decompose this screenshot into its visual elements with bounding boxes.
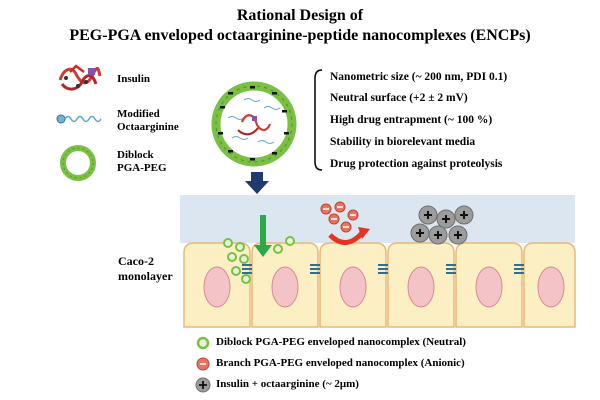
octaarginine-icon <box>56 114 102 124</box>
legend-anionic-label: Branch PGA-PEG enveloped nanocomplex (An… <box>216 357 465 369</box>
property-protection: Drug protection against proteolysis <box>330 158 503 170</box>
insulin-octaarginine-icon <box>195 377 211 393</box>
nanocomplex-illustration <box>211 81 297 167</box>
title-line-1: Rational Design of <box>236 7 364 24</box>
legend-insulin-label: Insulin <box>117 73 151 85</box>
legend-insulin-octaarginine-label: Insulin + octaarginine (~ 2μm) <box>216 378 359 390</box>
legend-octaarginine-line1: Modified <box>117 108 160 120</box>
property-entrapment: High drug entrapment (~ 100 %) <box>330 114 493 126</box>
caco2-monolayer-diagram <box>180 195 576 328</box>
property-size: Nanometric size (~ 200 nm, PDI 0.1) <box>330 71 508 83</box>
anionic-nanocomplex-icon <box>196 357 210 371</box>
legend-octaarginine-line2: Octaarginine <box>117 121 179 133</box>
property-stability: Stability in biorelevant media <box>330 136 476 148</box>
legend-neutral-label: Diblock PGA-PEG enveloped nanocomplex (N… <box>216 336 466 348</box>
cell-label-line1: Caco-2 <box>118 254 154 268</box>
cell-label-line2: monolayer <box>118 269 173 283</box>
legend-pga-peg-line1: Diblock <box>117 149 154 161</box>
properties-bracket <box>314 69 323 171</box>
pga-peg-ring-icon <box>60 145 96 181</box>
property-surface: Neutral surface (+2 ± 2 mV) <box>330 92 468 104</box>
title-line-2: PEG-PGA enveloped octaarginine-peptide n… <box>69 27 531 44</box>
legend-pga-peg-line2: PGA-PEG <box>117 162 167 174</box>
insulin-icon <box>58 64 102 91</box>
down-arrow-icon <box>245 172 269 194</box>
neutral-nanocomplex-icon <box>196 336 210 350</box>
